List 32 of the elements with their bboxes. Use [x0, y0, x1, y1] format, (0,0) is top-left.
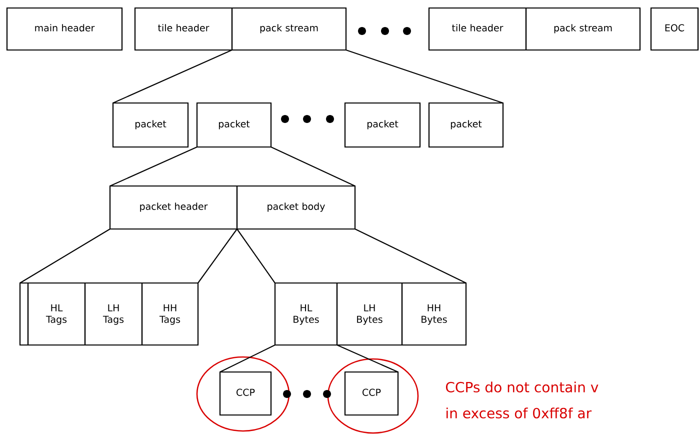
annotation-text: in excess of 0xff8f ar	[446, 408, 592, 418]
box: LH Bytes	[336, 282, 403, 346]
box: HL Tags	[27, 282, 86, 346]
box: packet body	[236, 185, 356, 230]
box: HH Tags	[141, 282, 199, 346]
box: HH Bytes	[401, 282, 467, 346]
connector-line	[110, 146, 198, 186]
connector-line	[20, 228, 110, 284]
box: packet	[112, 102, 189, 148]
box: CCP	[219, 371, 272, 416]
box	[19, 282, 29, 346]
box: tile header	[428, 7, 527, 51]
connector-line	[236, 228, 276, 284]
connector-line	[270, 146, 356, 186]
box: HL Bytes	[274, 282, 338, 346]
box: packet	[196, 102, 272, 148]
box: EOC	[650, 7, 699, 51]
connector-line	[354, 228, 466, 284]
box: CCP	[344, 371, 399, 416]
box: tile header	[134, 7, 233, 51]
box: pack stream	[525, 7, 641, 51]
box: packet	[428, 102, 504, 148]
connector-line	[198, 228, 238, 284]
box: packet	[344, 102, 421, 148]
box: packet header	[109, 185, 238, 230]
connector-line	[112, 50, 232, 104]
connector-line	[346, 49, 504, 104]
box: pack stream	[231, 7, 347, 51]
connector-line	[220, 344, 276, 372]
box: LH Tags	[84, 282, 143, 346]
box: main header	[6, 7, 123, 51]
annotation-text: CCPs do not contain v	[446, 382, 598, 392]
